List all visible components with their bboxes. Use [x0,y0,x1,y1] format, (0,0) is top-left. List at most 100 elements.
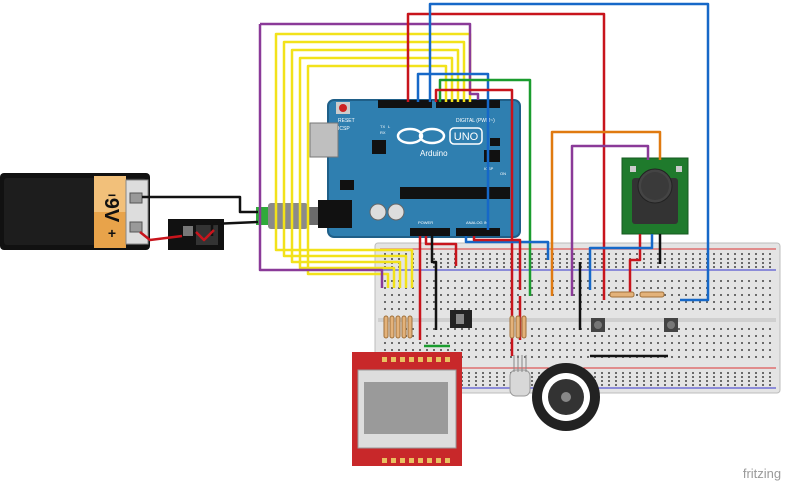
breadboard-hole [524,287,526,289]
breadboard-hole [545,287,547,289]
breadboard-hole [524,349,526,351]
breadboard-hole [762,335,764,337]
breadboard-hole [384,253,386,255]
breadboard-hole [384,342,386,344]
breadboard-hole [601,301,603,303]
breadboard-hole [573,301,575,303]
breadboard-hole [650,384,652,386]
breadboard-hole [685,349,687,351]
breadboard-hole [482,372,484,374]
breadboard-hole [559,335,561,337]
breadboard-hole [657,335,659,337]
breadboard-hole [559,342,561,344]
breadboard-hole [524,280,526,282]
breadboard-hole [517,253,519,255]
breadboard-hole [545,294,547,296]
breadboard-hole [671,349,673,351]
breadboard-hole [629,384,631,386]
breadboard-hole [657,328,659,330]
breadboard-hole [685,294,687,296]
breadboard-hole [608,287,610,289]
breadboard-hole [601,372,603,374]
breadboard-hole [426,328,428,330]
breadboard-hole [622,258,624,260]
resistor [509,315,515,339]
breadboard-hole [615,308,617,310]
breadboard-hole [650,376,652,378]
breadboard-hole [727,372,729,374]
breadboard-hole [615,301,617,303]
breadboard-hole [741,294,743,296]
breadboard-hole [727,266,729,268]
breadboard-hole [496,380,498,382]
breadboard-hole [566,335,568,337]
breadboard-hole [643,372,645,374]
breadboard-hole [566,280,568,282]
breadboard-hole [461,328,463,330]
resistor-bank-left [383,315,413,339]
breadboard-hole [426,262,428,264]
breadboard-hole [741,356,743,358]
breadboard-hole [762,253,764,255]
lcd-pin [418,458,423,463]
breadboard-hole [741,380,743,382]
breadboard-hole [615,253,617,255]
breadboard-hole [573,328,575,330]
breadboard-hole [475,308,477,310]
breadboard-hole [671,253,673,255]
breadboard-hole [531,380,533,382]
breadboard-hole [531,266,533,268]
breadboard-hole [706,380,708,382]
breadboard-hole [440,328,442,330]
breadboard-hole [573,253,575,255]
breadboard-hole [692,372,694,374]
breadboard-hole [412,301,414,303]
breadboard-hole [461,294,463,296]
breadboard-hole [636,294,638,296]
breadboard-hole [496,262,498,264]
breadboard-hole [727,384,729,386]
breadboard-hole [468,380,470,382]
breadboard-hole [741,335,743,337]
breadboard-hole [573,262,575,264]
breadboard-hole [538,253,540,255]
breadboard-hole [643,266,645,268]
breadboard-hole [699,372,701,374]
breadboard-hole [734,372,736,374]
breadboard-hole [454,349,456,351]
breadboard-hole [657,349,659,351]
breadboard-hole [713,294,715,296]
breadboard-hole [664,380,666,382]
breadboard-hole [622,301,624,303]
speaker [532,363,600,431]
breadboard-hole [531,262,533,264]
breadboard-hole [489,287,491,289]
breadboard-hole [538,287,540,289]
breadboard-hole [699,294,701,296]
breadboard-hole [426,301,428,303]
breadboard-hole [482,376,484,378]
breadboard-hole [699,266,701,268]
breadboard-hole [748,384,750,386]
breadboard-hole [720,253,722,255]
breadboard-hole [587,356,589,358]
breadboard-hole [699,280,701,282]
breadboard-hole [433,349,435,351]
breadboard-hole [608,342,610,344]
breadboard-hole [685,301,687,303]
breadboard-hole [762,280,764,282]
breadboard-hole [496,266,498,268]
breadboard-hole [468,335,470,337]
breadboard-hole [664,287,666,289]
breadboard-hole [468,372,470,374]
breadboard-hole [741,372,743,374]
breadboard-hole [552,301,554,303]
breadboard-hole [454,328,456,330]
breadboard-hole [531,335,533,337]
breadboard-hole [643,384,645,386]
breadboard-hole [587,294,589,296]
breadboard-hole [475,258,477,260]
breadboard-hole [482,328,484,330]
breadboard-hole [440,262,442,264]
breadboard-hole [447,262,449,264]
